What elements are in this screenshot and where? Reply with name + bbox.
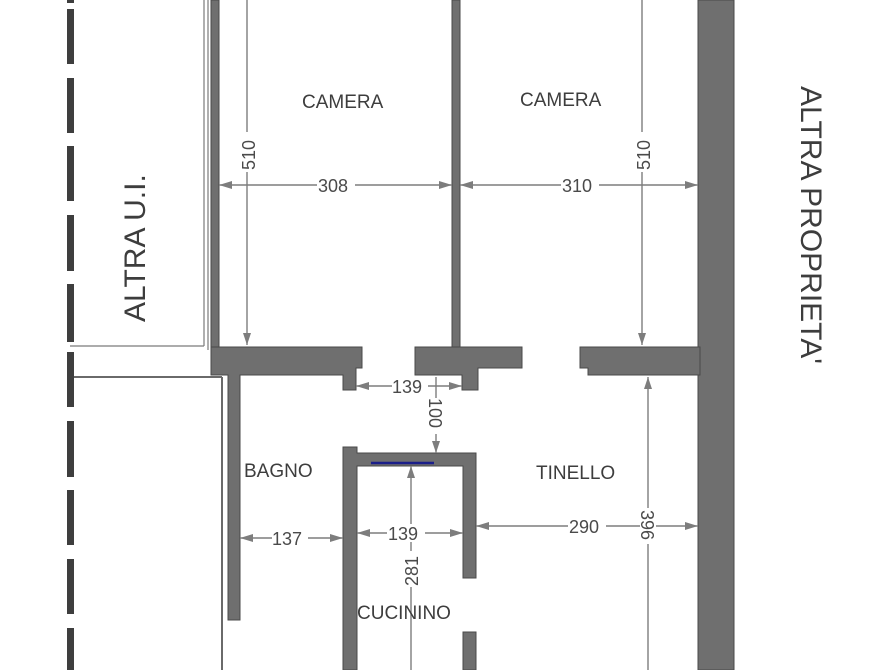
dim-tinello-width: 290 — [569, 517, 599, 537]
room-labels: CAMERA CAMERA BAGNO TINELLO CUCININO — [244, 90, 615, 624]
left-property-boundary — [67, 0, 74, 670]
dim-camera-left-width: 308 — [318, 176, 348, 196]
dim-bagno-width: 137 — [272, 529, 302, 549]
dimension-labels: 510 510 308 310 139 100 137 139 281 290 … — [239, 132, 657, 587]
dim-corridor-width: 139 — [392, 377, 422, 397]
room-label-camera-left: CAMERA — [302, 92, 384, 113]
dim-cucinino-width: 139 — [388, 524, 418, 544]
dim-corridor-depth: 100 — [425, 398, 445, 428]
dim-cucinino-depth: 281 — [402, 556, 422, 586]
room-label-tinello: TINELLO — [536, 463, 615, 484]
walls — [207, 0, 735, 670]
altra-ui-outline — [70, 0, 223, 670]
neighbor-label-right: ALTRA PROPRIETA' — [794, 86, 827, 364]
room-label-camera-right: CAMERA — [520, 90, 602, 111]
room-label-bagno: BAGNO — [244, 461, 313, 482]
neighbor-label-left: ALTRA U.I. — [119, 174, 152, 322]
dim-camera-right-width: 310 — [562, 176, 592, 196]
room-label-cucinino: CUCININO — [357, 603, 451, 624]
dim-camera-right-depth: 510 — [634, 140, 654, 170]
dim-tinello-depth: 396 — [637, 510, 657, 540]
dim-camera-left-depth: 510 — [239, 140, 259, 170]
